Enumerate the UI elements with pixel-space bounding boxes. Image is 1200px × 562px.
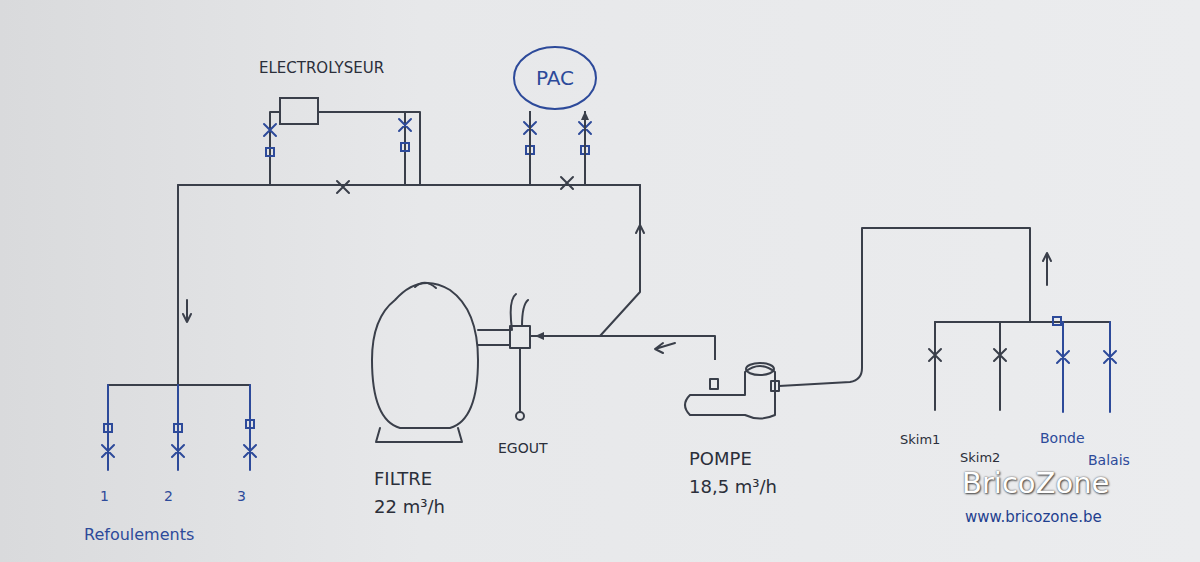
heat-pump-circle: PAC bbox=[512, 45, 598, 111]
outlet-number: 2 bbox=[164, 488, 173, 504]
watermark-url: www.bricozone.be bbox=[965, 508, 1102, 526]
outlets-label: Refoulements bbox=[84, 525, 194, 544]
node-title: PAC bbox=[536, 67, 574, 90]
flow-rate: 22 m³/h bbox=[374, 497, 445, 518]
outlet-number: 3 bbox=[237, 488, 246, 504]
drain-label: Bonde bbox=[1040, 430, 1085, 446]
pipe-connector bbox=[415, 111, 530, 185]
skimmer-label: Skim1 bbox=[900, 432, 940, 447]
watermark: BricoZone bbox=[962, 466, 1109, 500]
node-title: POMPE bbox=[689, 449, 752, 470]
node-title: ELECTROLYSEUR bbox=[259, 60, 384, 77]
broom-label: Balais bbox=[1088, 452, 1130, 468]
electrolyser-unit: ELECTROLYSEUR bbox=[255, 58, 415, 128]
node-title: FILTRE bbox=[374, 469, 432, 490]
outlet-number: 1 bbox=[100, 488, 109, 504]
skimmer-label: Skim2 bbox=[960, 450, 1000, 465]
pump-unit: POMPE 18,5 m³/h bbox=[675, 360, 805, 500]
filter-unit: FILTRE 22 m³/h bbox=[360, 275, 535, 520]
drain-label: EGOUT bbox=[498, 440, 548, 456]
flow-rate: 18,5 m³/h bbox=[689, 477, 777, 498]
pipe-connector bbox=[535, 111, 640, 336]
